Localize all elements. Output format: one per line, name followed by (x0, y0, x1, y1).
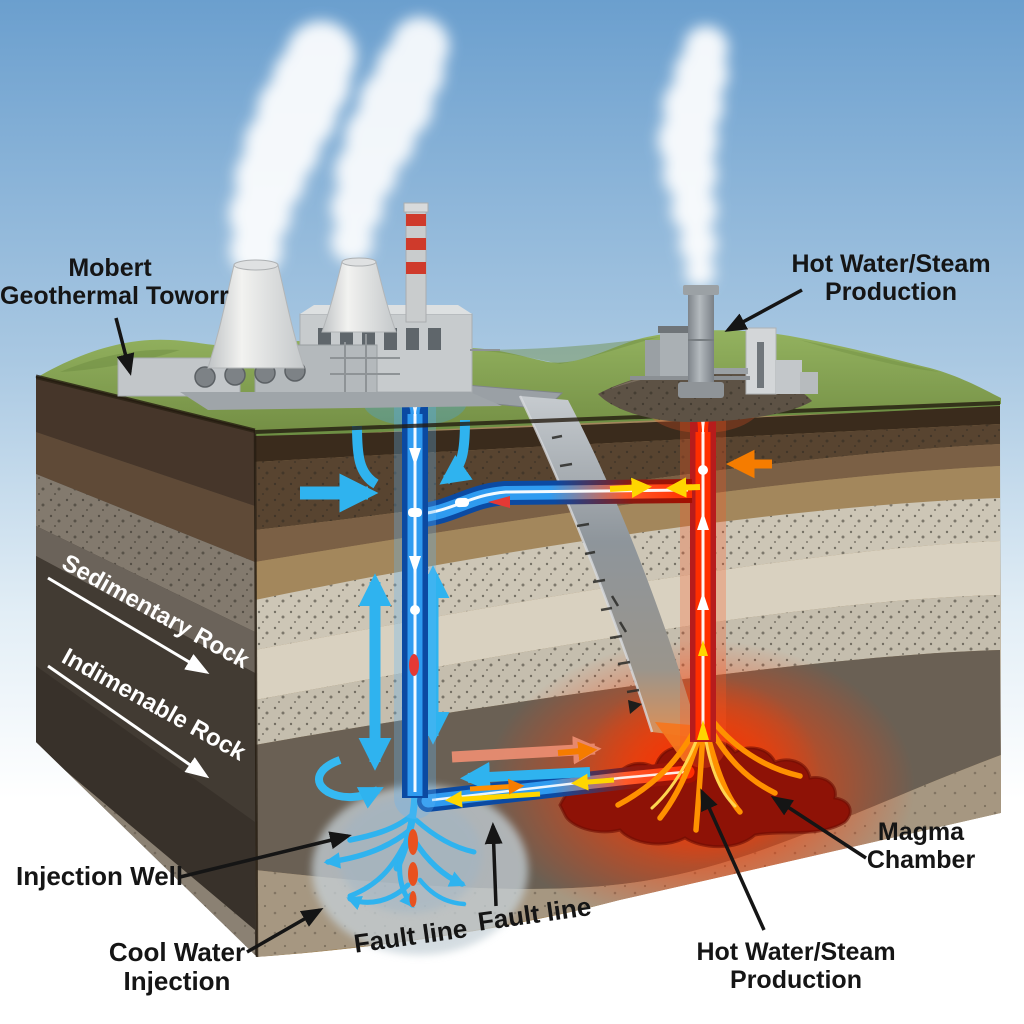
cooling-tower-1 (207, 259, 305, 369)
arrow-fault-line (484, 822, 503, 907)
plant-title-line2: Geothermal Toworr (0, 282, 229, 310)
rock-layer-topsoil (255, 406, 1000, 462)
arrow-white-down-1 (409, 448, 421, 466)
arrow-injection-well (179, 831, 352, 879)
arrow-magma-chamber (770, 795, 867, 860)
cool-water-label: Cool Water Injection (108, 937, 246, 997)
arrow-red-left (488, 496, 510, 508)
cool-water-surface-arrows (300, 419, 473, 513)
arrow-orange-right (469, 778, 525, 795)
magma-chamber-label: Magma Chamber (866, 818, 976, 874)
convection-arrows (358, 565, 450, 771)
cool-water-fracture-roots (323, 791, 477, 910)
arrow-hook-down-left (439, 419, 473, 485)
arrow-impermeable-rock (47, 664, 210, 779)
plant-title-line1: Mobert (68, 254, 152, 282)
arrow-yellow-left-3 (666, 477, 701, 498)
power-plant (117, 17, 502, 410)
arrow-white-up-1 (697, 512, 709, 530)
rock-layer-left-med (36, 526, 255, 673)
arrow-yellow-right (609, 477, 652, 498)
arrow-white-up-2 (697, 592, 709, 610)
production-top-label: Hot Water/Steam Production (791, 250, 991, 306)
arrow-yellow-up-2 (698, 640, 708, 656)
arrow-curl-into-zone (315, 756, 384, 809)
arrow-plant-label (114, 317, 135, 376)
arrow-yellow-left-2 (571, 773, 615, 791)
callout-arrows (114, 288, 867, 954)
arrow-sedimentary-rock (47, 576, 210, 675)
fault-arrow-glyph (628, 700, 642, 714)
plant-title-label: Mobert Geothermal Toworr (0, 254, 229, 310)
scaffolding (330, 334, 500, 392)
arrow-cool-water (246, 908, 324, 954)
production-steam-plume (658, 26, 728, 287)
production-stack (678, 285, 724, 398)
red-marker (409, 654, 419, 676)
deep-flow-arrows (315, 735, 615, 809)
production-site (598, 26, 818, 422)
arrow-orange-right-2 (557, 741, 598, 761)
injection-zone (312, 785, 528, 955)
cooling-tower-2 (321, 257, 397, 333)
cooling-tower-steam-2 (331, 17, 449, 263)
arrow-production-bottom (700, 788, 766, 931)
striped-chimney (403, 202, 429, 323)
injection-well-label: Injection Well (16, 861, 184, 891)
production-bottom-label: Hot Water/Steam Production (696, 938, 896, 994)
arrow-yellow-left (445, 790, 541, 808)
upper-connection-pipe (415, 477, 701, 528)
production-buildings (630, 326, 818, 395)
arrow-white-down-2 (409, 556, 421, 574)
block-edges (35, 374, 1001, 958)
rock-layer-left-topsoil (36, 376, 255, 506)
rock-layer-left-impermeable (36, 666, 255, 930)
bottom-whitespace (0, 930, 1024, 1024)
rock-label-arrows (47, 576, 210, 779)
arrow-yellow-up-1 (697, 720, 709, 740)
arrow-cool-flow-left (460, 761, 591, 792)
arrow-hook-down-right (352, 425, 379, 489)
rock-layer-left-brown (36, 432, 255, 562)
hot-spots (408, 829, 418, 907)
arrow-production-top (724, 288, 803, 332)
